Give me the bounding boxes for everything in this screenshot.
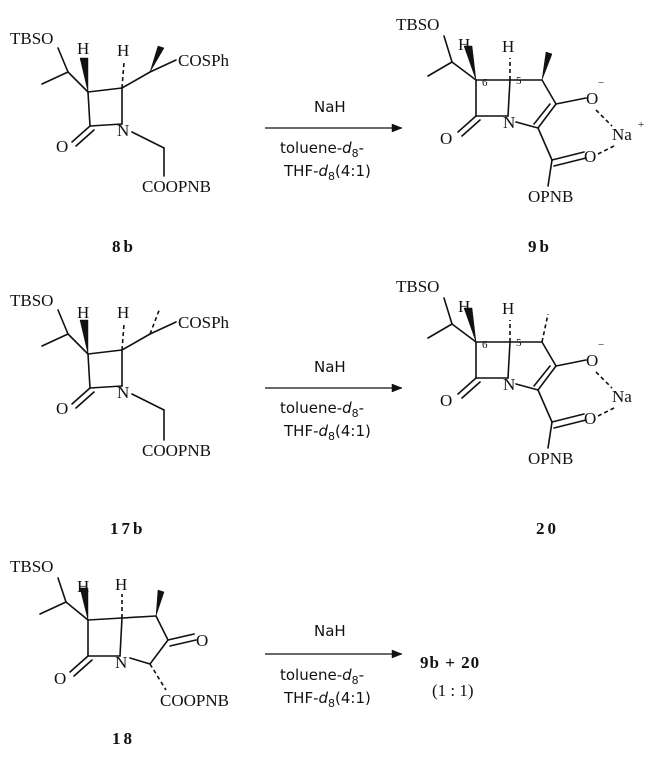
compound-label-20: 20 [536,519,559,538]
coopnb-label: COOPNB [142,441,211,460]
h-label: H [117,41,129,60]
compound-label-17b: 17b [110,519,145,538]
tbso-label: TBSO [396,277,439,296]
tbso-label: TBSO [10,291,53,310]
o-label: O [586,89,598,108]
o-label: O [440,129,452,148]
h-label: H [77,577,89,596]
h-label: H [502,299,514,318]
minus-label: − [598,77,604,89]
reaction-arrow-3: NaH toluene-d8- THF-d8(4:1) [265,622,403,710]
coopnb-label: COOPNB [142,177,211,196]
compound-label-18: 18 [112,729,135,748]
reagent-label: NaH [314,98,346,116]
solvent-line1: toluene-d8- [280,399,364,420]
c6-label: 6 [482,77,488,89]
n-label: N [117,383,129,402]
n-label: N [503,113,515,132]
solvent-line2: THF-d8(4:1) [283,422,371,443]
na-label: Na [612,125,632,144]
compound-9b-structure: TBSO H 6 O N H 5 O − Na + O [396,15,644,206]
o-label: O [586,351,598,370]
o-label: O [584,409,596,428]
tbso-label: TBSO [396,15,439,34]
n-label: N [115,653,127,672]
o-label: O [54,669,66,688]
compound-17b-structure: TBSO H O N H COSPh COOPNB [10,291,230,460]
c5-label: 5 [516,75,522,87]
plus-label: + [638,119,644,131]
o-label: O [584,147,596,166]
compound-20-structure: TBSO H 6 O N H 5 O − Na O OPNB [396,277,632,468]
tbso-label: TBSO [10,29,53,48]
o-label: O [56,137,68,156]
h-label: H [502,37,514,56]
opnb-label: OPNB [528,449,573,468]
solvent-line1: toluene-d8- [280,139,364,160]
reaction-arrow-1: NaH toluene-d8- THF-d8(4:1) [265,98,403,183]
product-row3: 9b + 20 [420,653,480,672]
compound-label-8b: 8b [112,237,136,256]
reagent-label: NaH [314,622,346,640]
c5-label: 5 [516,337,522,349]
na-label: Na [612,387,632,406]
solvent-line2: THF-d8(4:1) [283,162,371,183]
n-label: N [117,121,129,140]
compound-18-structure: TBSO H O N H O COOPNB [10,557,229,710]
reaction-arrow-2: NaH toluene-d8- THF-d8(4:1) [265,358,403,443]
ratio-row3: (1 : 1) [432,681,474,700]
coopnb-label: COOPNB [160,691,229,710]
o-label: O [196,631,208,650]
tbso-label: TBSO [10,557,53,576]
cosph-label: COSPh [178,51,230,70]
n-label: N [503,375,515,394]
cosph-label: COSPh [178,313,230,332]
h-label: H [458,297,470,316]
h-label: H [77,303,89,322]
h-label: H [117,303,129,322]
c6-label: 6 [482,339,488,351]
compound-8b-structure: TBSO H O N H COSPh COOPNB [10,29,230,196]
o-label: O [56,399,68,418]
compound-label-9b: 9b [528,237,552,256]
minus-label: − [598,339,604,351]
h-label: H [77,39,89,58]
o-label: O [440,391,452,410]
solvent-line1: toluene-d8- [280,666,364,687]
h-label: H [115,575,127,594]
reagent-label: NaH [314,358,346,376]
opnb-label: OPNB [528,187,573,206]
h-label: H [458,35,470,54]
solvent-line2: THF-d8(4:1) [283,689,371,710]
